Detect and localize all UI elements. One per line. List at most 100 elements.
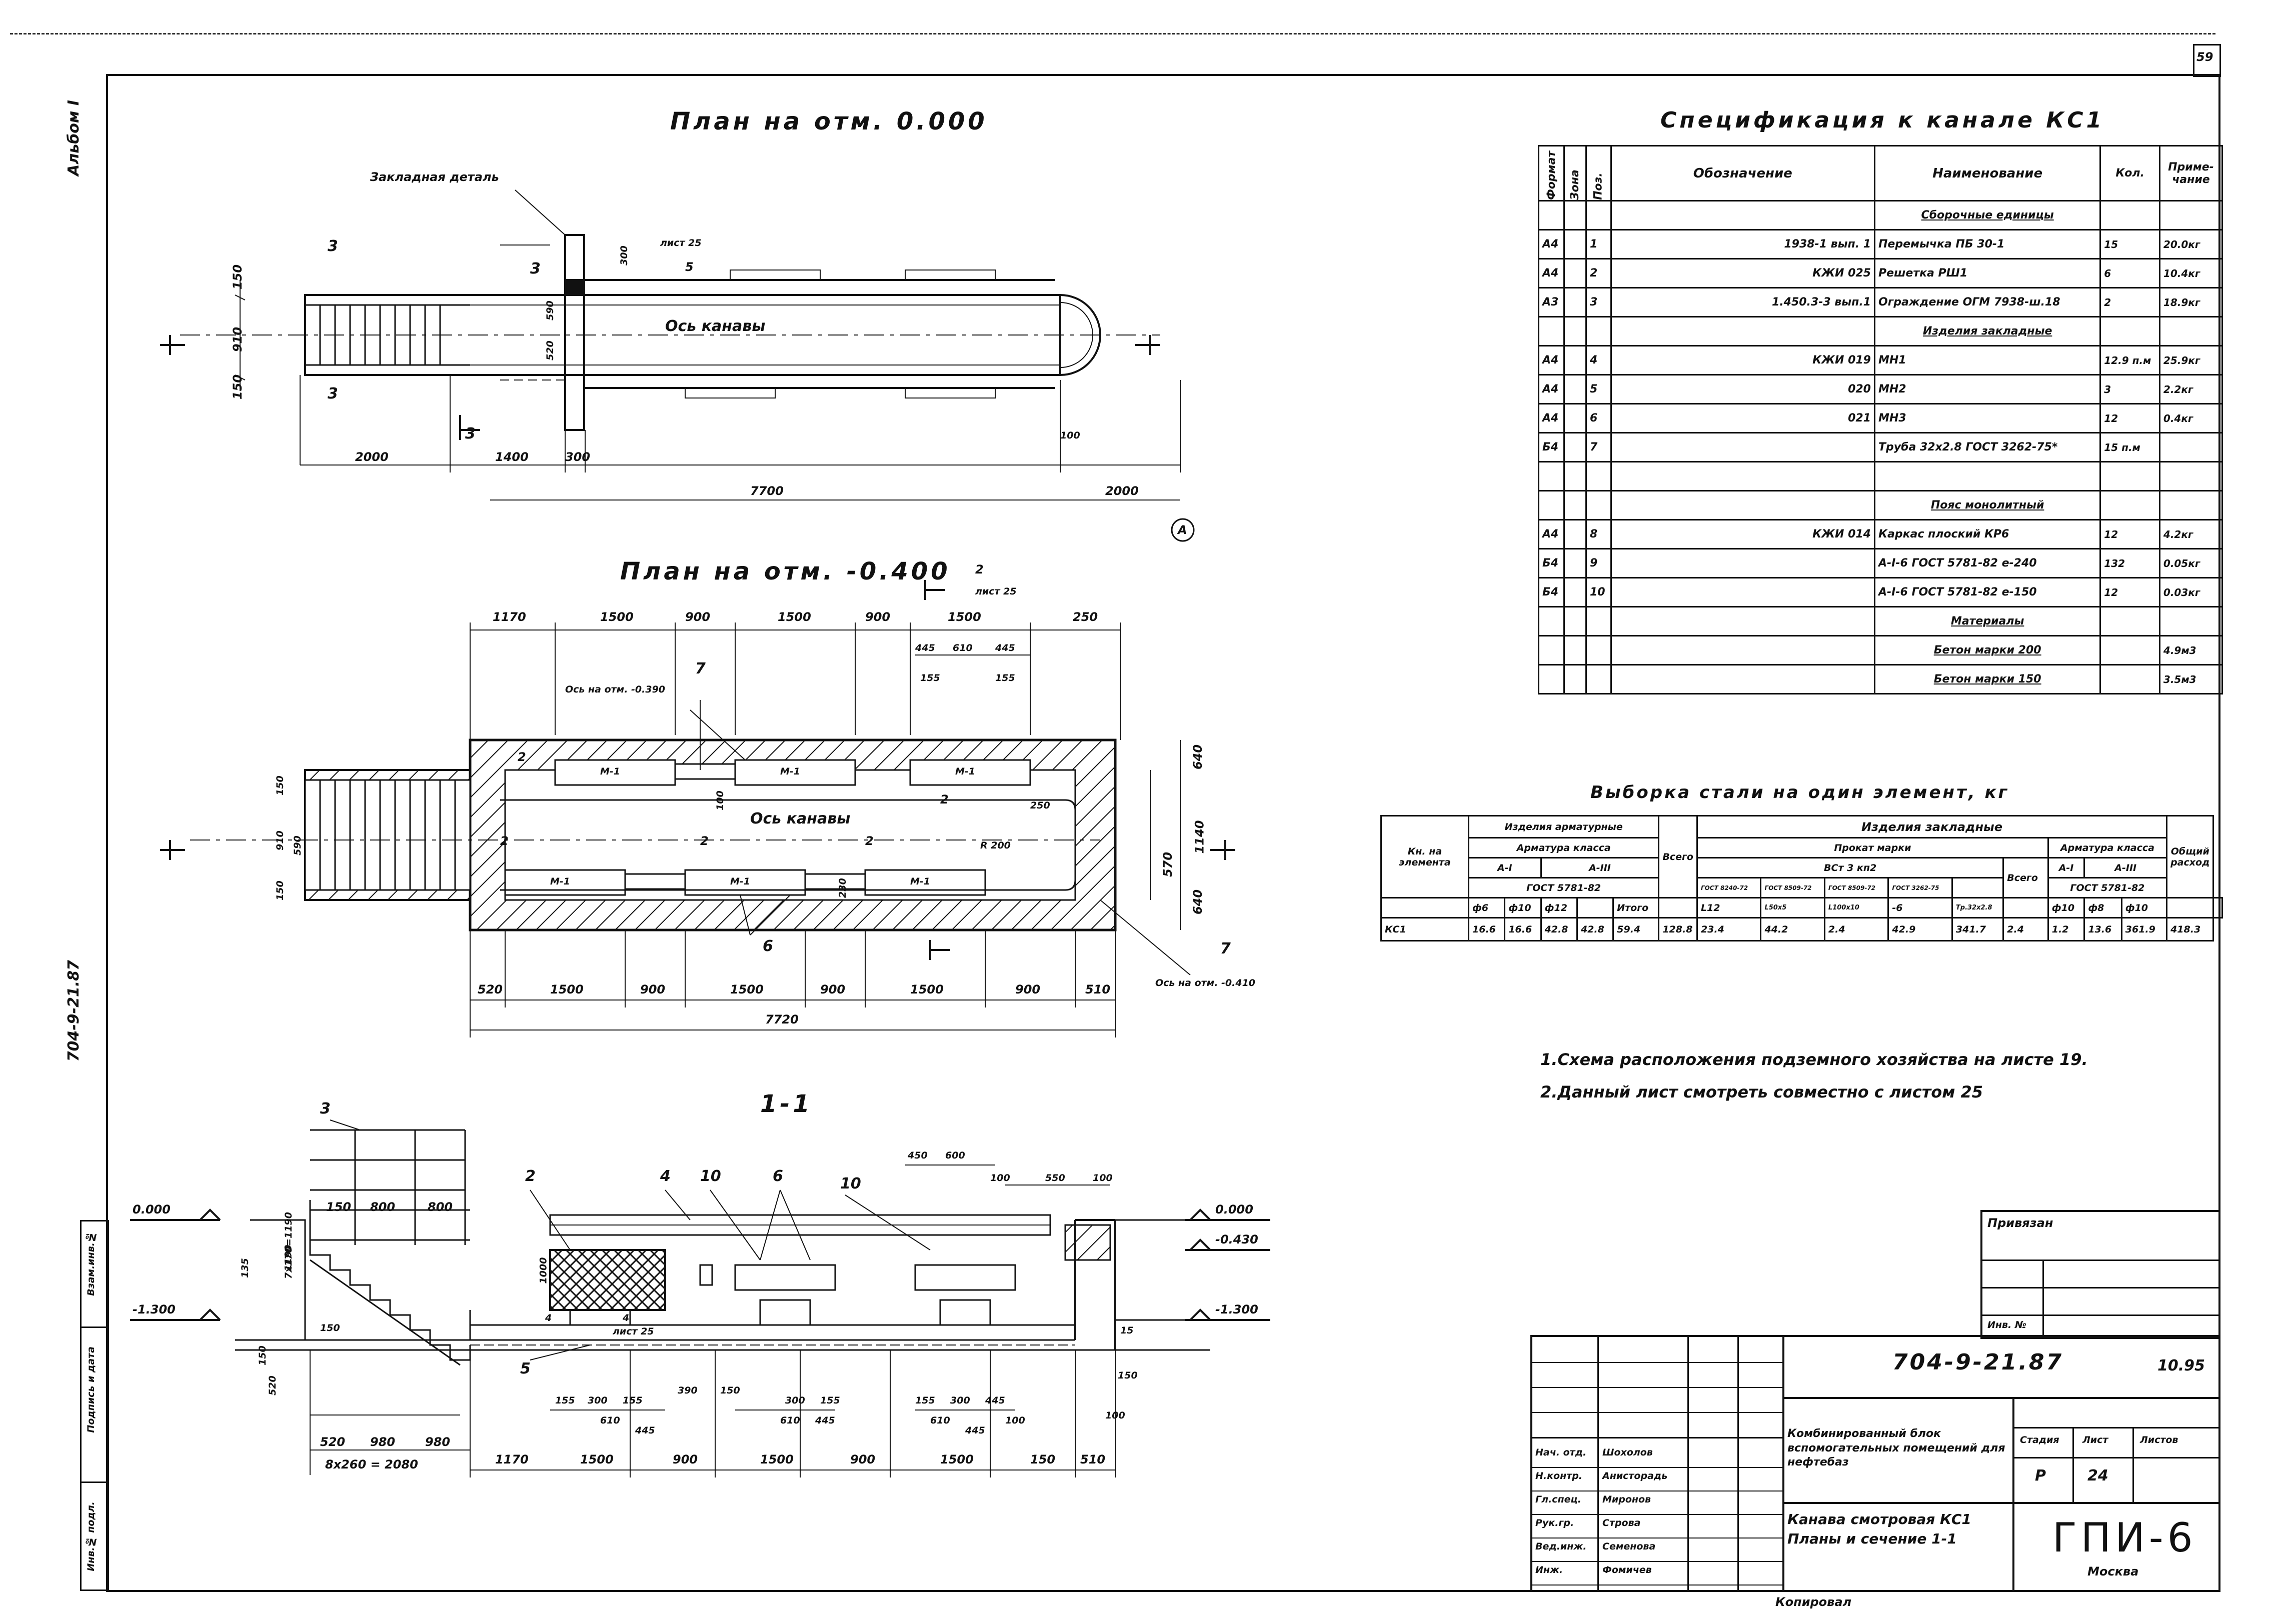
plan-1-sheet-ref: лист 25 (660, 238, 702, 248)
spec-row: Пояс монолитный (1537, 490, 2223, 520)
plan-2-mark-7a: 7 (695, 660, 706, 678)
spec-cell-code: КЖИ 019 (1610, 345, 1876, 376)
section-bs-13: 610 (930, 1415, 950, 1426)
spec-cell-note (2158, 316, 2223, 346)
spec-h-code: Обозначение (1610, 145, 1876, 202)
plan-2-mark-2b: 2 (940, 792, 949, 806)
steel-cell: 44.2 (1760, 917, 1825, 942)
steel-sub-9: ф10 (2047, 897, 2085, 918)
section-top-dim-6: 100 (990, 1172, 1010, 1184)
steel-a3: А-III (1540, 857, 1660, 878)
plan-1-dim-2000b: 2000 (1105, 484, 1139, 498)
title-stage: Р (2035, 1467, 2046, 1484)
spec-cell-name: МН2 (1873, 374, 2101, 404)
steel-g-2: ГОСТ 8509-72 (1760, 877, 1825, 898)
spec-row: Сборочные единицы (1537, 200, 2223, 230)
spec-cell-format (1537, 200, 1565, 230)
staff-role: Н.контр. (1535, 1470, 1583, 1482)
steel-h-reinf: Изделия арматурные (1467, 815, 1660, 838)
steel-sub-blank4 (2002, 897, 2049, 918)
plan-1-dim-left-2: 910 (231, 326, 245, 352)
staff-name: Строва (1602, 1518, 1641, 1528)
staff-name: Шохолов (1602, 1447, 1653, 1458)
spec-cell-qty (2099, 490, 2160, 520)
spec-cell-note (2158, 432, 2223, 462)
spec-cell-zone (1563, 635, 1587, 666)
plan-2-bottom-dim-2: 1500 (550, 982, 584, 996)
steel-sub2-3: -6 (1887, 897, 1953, 918)
section-bs-8: 610 (780, 1415, 800, 1426)
plan-2-top-dim-3: 900 (685, 610, 711, 624)
plan-2-title: План на отм. -0.400 (620, 558, 951, 586)
plan-2-bottom-dim-4: 1500 (730, 982, 764, 996)
steel-h-rolled: Прокат марки (1696, 837, 2049, 858)
section-bs-7: 155 (820, 1395, 840, 1406)
section-top-dim-8: 100 (1093, 1172, 1113, 1184)
plan-1-mark-3a: 3 (328, 238, 338, 255)
section-inner-4b: 4 (623, 1312, 630, 1324)
steel-sub-11: ф10 (2120, 897, 2168, 918)
plan-2-left-dim-2: 910 (274, 830, 286, 850)
corner-box (2193, 44, 2221, 77)
plan-1-mark-3d: 3 (465, 425, 476, 442)
section-bs-15: 100 (1005, 1415, 1025, 1426)
title-project: Комбинированный блок вспомогательных пом… (1787, 1428, 2005, 1469)
plan-2-top-small-5: 155 (995, 672, 1015, 684)
section-bd-11: 150 (1030, 1452, 1056, 1466)
spec-cell-code (1610, 490, 1876, 520)
spec-cell-zone (1563, 606, 1587, 636)
plan-2-mark-6: 6 (763, 938, 773, 955)
spec-cell-note: 4.2кг (2158, 519, 2223, 550)
spec-cell-name: Перемычка ПБ 30-1 (1873, 229, 2101, 260)
plan-1-dim-left-3: 150 (231, 374, 245, 400)
spec-cell-code: 020 (1610, 374, 1876, 404)
section-left-dim-4: 150 (257, 1346, 268, 1366)
spec-cell-name: Каркас плоский КР6 (1873, 519, 2101, 550)
spec-cell-name: Материалы (1873, 606, 2101, 636)
spec-cell-qty: 12 (2099, 519, 2160, 550)
plan-1-title: План на отм. 0.000 (670, 108, 988, 136)
plan-2-inner-250: 250 (1030, 800, 1050, 811)
spec-cell-qty (2099, 461, 2160, 492)
spec-cell-zone (1563, 229, 1587, 260)
plan-1-dim-mid-1: 300 (618, 246, 630, 266)
section-bd-12: 510 (1080, 1452, 1106, 1466)
spec-cell-format (1537, 606, 1565, 636)
plan-2-bottom-dim-3: 900 (640, 982, 666, 996)
section-bs-2: 300 (588, 1395, 608, 1406)
spec-cell-zone (1563, 345, 1587, 376)
steel-sub-2: ф12 (1540, 897, 1578, 918)
drawing-frame (106, 74, 2220, 1592)
plan-1-axis-marker: А (1178, 523, 1187, 537)
steel-a1b: А-I (2047, 857, 2085, 878)
spec-cell-code (1610, 316, 1876, 346)
section-bs-3: 155 (623, 1395, 643, 1406)
spec-cell-name: А-I-6 ГОСТ 5781-82 е-150 (1873, 577, 2101, 608)
spec-cell-pos (1585, 635, 1612, 666)
plan-2-m1-a: М-1 (600, 766, 621, 777)
copied-label: Копировал (1775, 1595, 1852, 1609)
steel-table: Кн. на элемента Изделия арматурные Всего… (1380, 815, 2223, 942)
section-inner-150b: 150 (320, 1322, 340, 1334)
spec-cell-code (1610, 635, 1876, 666)
steel-h-class2: Арматура класса (2047, 837, 2168, 858)
steel-cell: 2.4 (2002, 917, 2049, 942)
section-level-5: -1.300 (1215, 1302, 1258, 1316)
section-bd-9: 900 (850, 1452, 876, 1466)
spec-cell-zone (1563, 374, 1587, 404)
plan-1-drawing (160, 190, 1195, 542)
section-mark-10b: 10 (840, 1175, 861, 1192)
steel-g-4: ГОСТ 3262-75 (1887, 877, 1953, 898)
section-bs-11: 300 (950, 1395, 970, 1406)
spec-cell-note: 18.9кг (2158, 287, 2223, 318)
spec-cell-qty: 2 (2099, 287, 2160, 318)
section-top-dim-7: 550 (1045, 1172, 1065, 1184)
section-mark-3: 3 (320, 1100, 331, 1118)
staff-name: Анисторадь (1602, 1470, 1668, 1482)
